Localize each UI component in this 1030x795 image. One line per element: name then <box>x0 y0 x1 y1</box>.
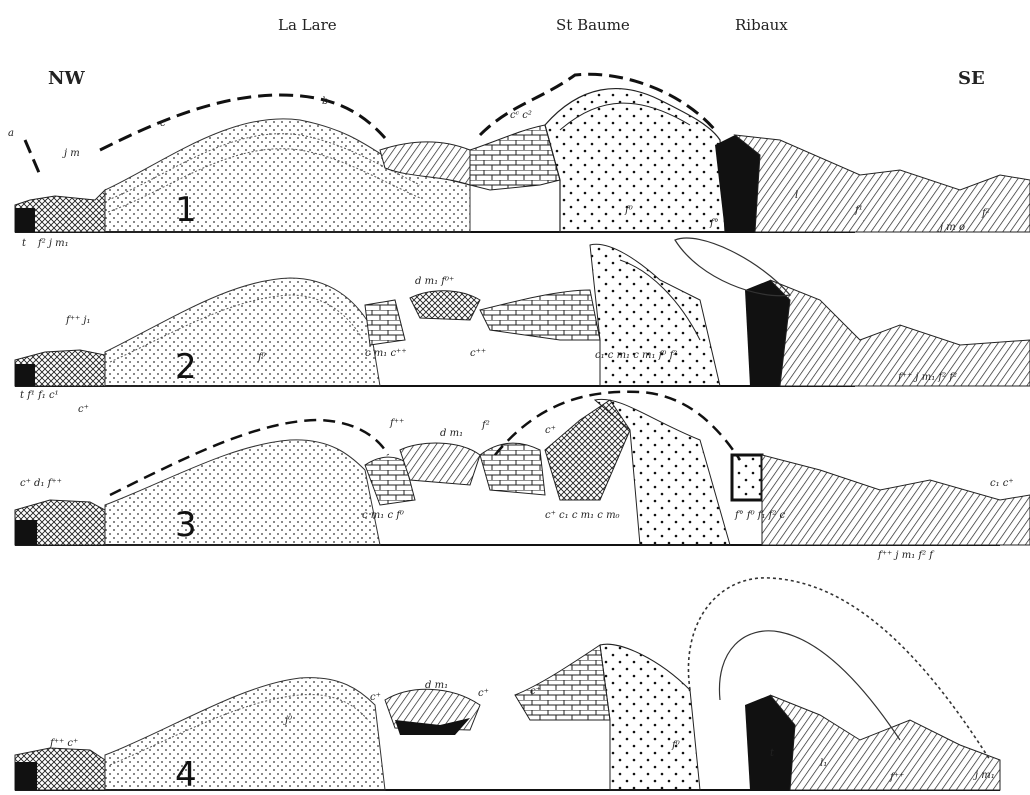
syncline-core-2 <box>410 291 480 320</box>
orientation-se: SE <box>958 68 985 89</box>
label-f-core-2: f⁰ <box>258 352 266 363</box>
locality-ribaux: Ribaux <box>735 16 788 34</box>
label-top-left-3: c⁺ d₁ f⁺⁺ <box>20 478 62 489</box>
syncline-core-3 <box>400 443 480 485</box>
label-c-row2-3: c⁺ c₁ c m₁ c m₀ <box>545 510 620 521</box>
la-lare-anticline-2 <box>105 278 380 386</box>
orientation-nw: NW <box>48 68 85 89</box>
label-c-row-2: c₁ c m₁ c m₁ f⁰ f² <box>595 350 677 361</box>
label-dm-4: d m₁ <box>425 680 448 691</box>
basement-block-3 <box>15 520 37 545</box>
label-f-row-3: f° f⁰ f₁ f² c <box>735 510 785 521</box>
limestone-4 <box>515 645 610 720</box>
label-b: b <box>322 96 328 107</box>
label-fold-1: f⁰ <box>625 205 633 216</box>
label-jm-right-1: j m <box>64 148 80 159</box>
label-jm-right-2: f⁺⁺ j m₁ f² f² <box>898 372 957 383</box>
label-bottom-left-2: t f¹ f₁ c¹ <box>20 390 59 401</box>
locality-st-baume: St Baume <box>556 16 630 34</box>
right-strata-3 <box>762 455 1030 545</box>
label-l-4: l₁ <box>820 758 827 769</box>
label-dm-3: d m₁ <box>440 428 463 439</box>
limestone-2a <box>365 300 405 345</box>
st-baume-massif-2 <box>590 244 720 386</box>
section-number-2: 2 <box>175 347 197 387</box>
section-4 <box>15 578 1000 790</box>
section-number-1: 1 <box>175 190 197 230</box>
label-c-left-4: c⁺ <box>370 692 381 703</box>
label-c-right-4: c⁺ <box>530 686 541 697</box>
label-jmo-1: j m o <box>940 222 965 233</box>
section-3 <box>15 392 1030 545</box>
label-j-4: j⁰ <box>285 715 292 726</box>
basement-block-2 <box>15 364 35 386</box>
label-t-left-1: t <box>22 238 26 249</box>
section-1 <box>15 74 1030 232</box>
label-top-left-2: f⁺⁺ j₁ <box>66 315 91 326</box>
label-fc-3: f⁺⁺ <box>390 418 404 429</box>
label-t-4: t <box>770 748 774 759</box>
label-f-top-3: f² <box>482 420 490 431</box>
label-dm-2: d m₁ f⁰⁺ <box>415 276 454 287</box>
label-f-core-4: f⁰ <box>672 740 680 751</box>
section-number-4: 4 <box>175 755 197 795</box>
thrust-block-3 <box>732 455 762 500</box>
right-strata-4 <box>770 695 1000 790</box>
section-2 <box>15 238 1030 386</box>
la-lare-anticline-4 <box>105 678 385 790</box>
limestone-3b <box>480 443 545 495</box>
limestone-2b <box>480 290 600 340</box>
label-jm-right-3: f⁺⁺ j m₁ f² f <box>878 550 933 561</box>
label-c-pair-1: cᶜ c² <box>510 110 532 121</box>
label-c1-2: c⁺ <box>78 404 89 415</box>
right-strata-2 <box>770 280 1030 386</box>
basement-block-1 <box>15 208 35 232</box>
label-c-right-3: c₁ c⁺ <box>990 478 1014 489</box>
st-baume-massif-1 <box>545 89 725 232</box>
locality-la-lare: La Lare <box>278 16 337 34</box>
st-baume-massif-4 <box>600 644 700 790</box>
la-lare-anticline-3 <box>105 440 380 545</box>
label-c-mid-4: c⁺ <box>478 688 489 699</box>
label-a: a <box>8 128 14 139</box>
label-jm-left-1: f² j m₁ <box>38 238 69 249</box>
label-cm1-2: c m₁ c⁺⁺ <box>365 348 407 359</box>
label-j-right-4: j m₁ <box>975 770 995 781</box>
label-cm2-2: c⁺⁺ <box>470 348 486 359</box>
label-c: c <box>160 118 166 129</box>
label-l1-1: f¹ <box>855 205 863 216</box>
basement-block-4 <box>15 762 37 790</box>
label-f-right-1: f² <box>982 208 990 219</box>
label-c-row1-3: c m₁ c f⁰ <box>362 510 404 521</box>
label-l-right-1: l <box>795 190 798 201</box>
label-f-mid-1: f° <box>710 218 719 229</box>
label-jm-right-4: f⁺⁺ <box>890 772 904 783</box>
section-number-3: 3 <box>175 505 197 545</box>
label-top-left-4: f⁺⁺ c⁺ <box>50 738 78 749</box>
limestone-1 <box>470 125 560 190</box>
label-c-top-3: c⁺ <box>545 425 556 436</box>
